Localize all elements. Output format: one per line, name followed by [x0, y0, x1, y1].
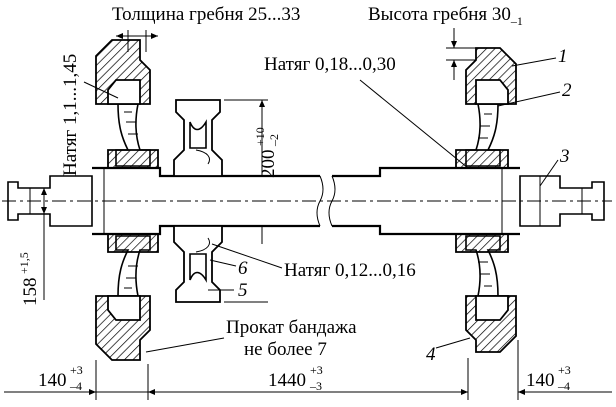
- callout-6: 6: [238, 258, 248, 279]
- left-interference-label: Натяг 1,1...1,45: [60, 54, 81, 176]
- track-gauge-lower: –3: [309, 379, 322, 393]
- callout-1: 1: [558, 46, 568, 67]
- gear-wheel: [173, 99, 223, 303]
- callout-3: 3: [559, 146, 570, 167]
- gear-interference-label: Натяг 0,12...0,16: [284, 260, 416, 281]
- callout-2: 2: [562, 80, 572, 101]
- gear-diameter-lower: –2: [267, 134, 281, 147]
- gear-diameter-dim: 200 +10 –2: [253, 127, 281, 178]
- dimension-lines: [4, 28, 612, 400]
- callout-5: 5: [238, 280, 248, 301]
- left-offset-base: 140: [38, 370, 67, 391]
- journal-dim: 158 +1,5: [17, 252, 41, 306]
- left-offset-upper: +3: [70, 363, 83, 377]
- track-gauge-upper: +3: [310, 363, 323, 377]
- journal-base: 158: [20, 278, 41, 307]
- gear-diameter-base: 200: [258, 150, 279, 179]
- tread-wear-line2: не более 7: [244, 339, 327, 360]
- flange-height-subscript: –1: [510, 14, 523, 28]
- flange-height-label: Высота гребня 30–1: [368, 4, 523, 28]
- right-offset-lower: –4: [557, 379, 570, 393]
- right-offset-base: 140: [526, 370, 555, 391]
- track-gauge-dim: 1440 +3 –3: [268, 363, 323, 393]
- flange-thickness-label: Толщина гребня 25...33: [112, 4, 300, 25]
- left-offset-dim: 140 +3 –4: [38, 363, 83, 393]
- journal-upper: +1,5: [17, 252, 31, 274]
- tire-interference-label: Натяг 0,18...0,30: [264, 54, 396, 75]
- left-offset-lower: –4: [69, 379, 82, 393]
- right-wheel: [455, 47, 517, 353]
- track-gauge-base: 1440: [268, 370, 306, 391]
- left-wheel: [95, 39, 159, 361]
- tread-wear-line1: Прокат бандажа: [226, 317, 357, 338]
- right-offset-upper: +3: [558, 363, 571, 377]
- gear-diameter-upper: +10: [253, 127, 267, 146]
- callout-4: 4: [426, 344, 436, 365]
- right-offset-dim: 140 +3 –4: [526, 363, 571, 393]
- flange-height-text: Высота гребня 30: [368, 4, 511, 25]
